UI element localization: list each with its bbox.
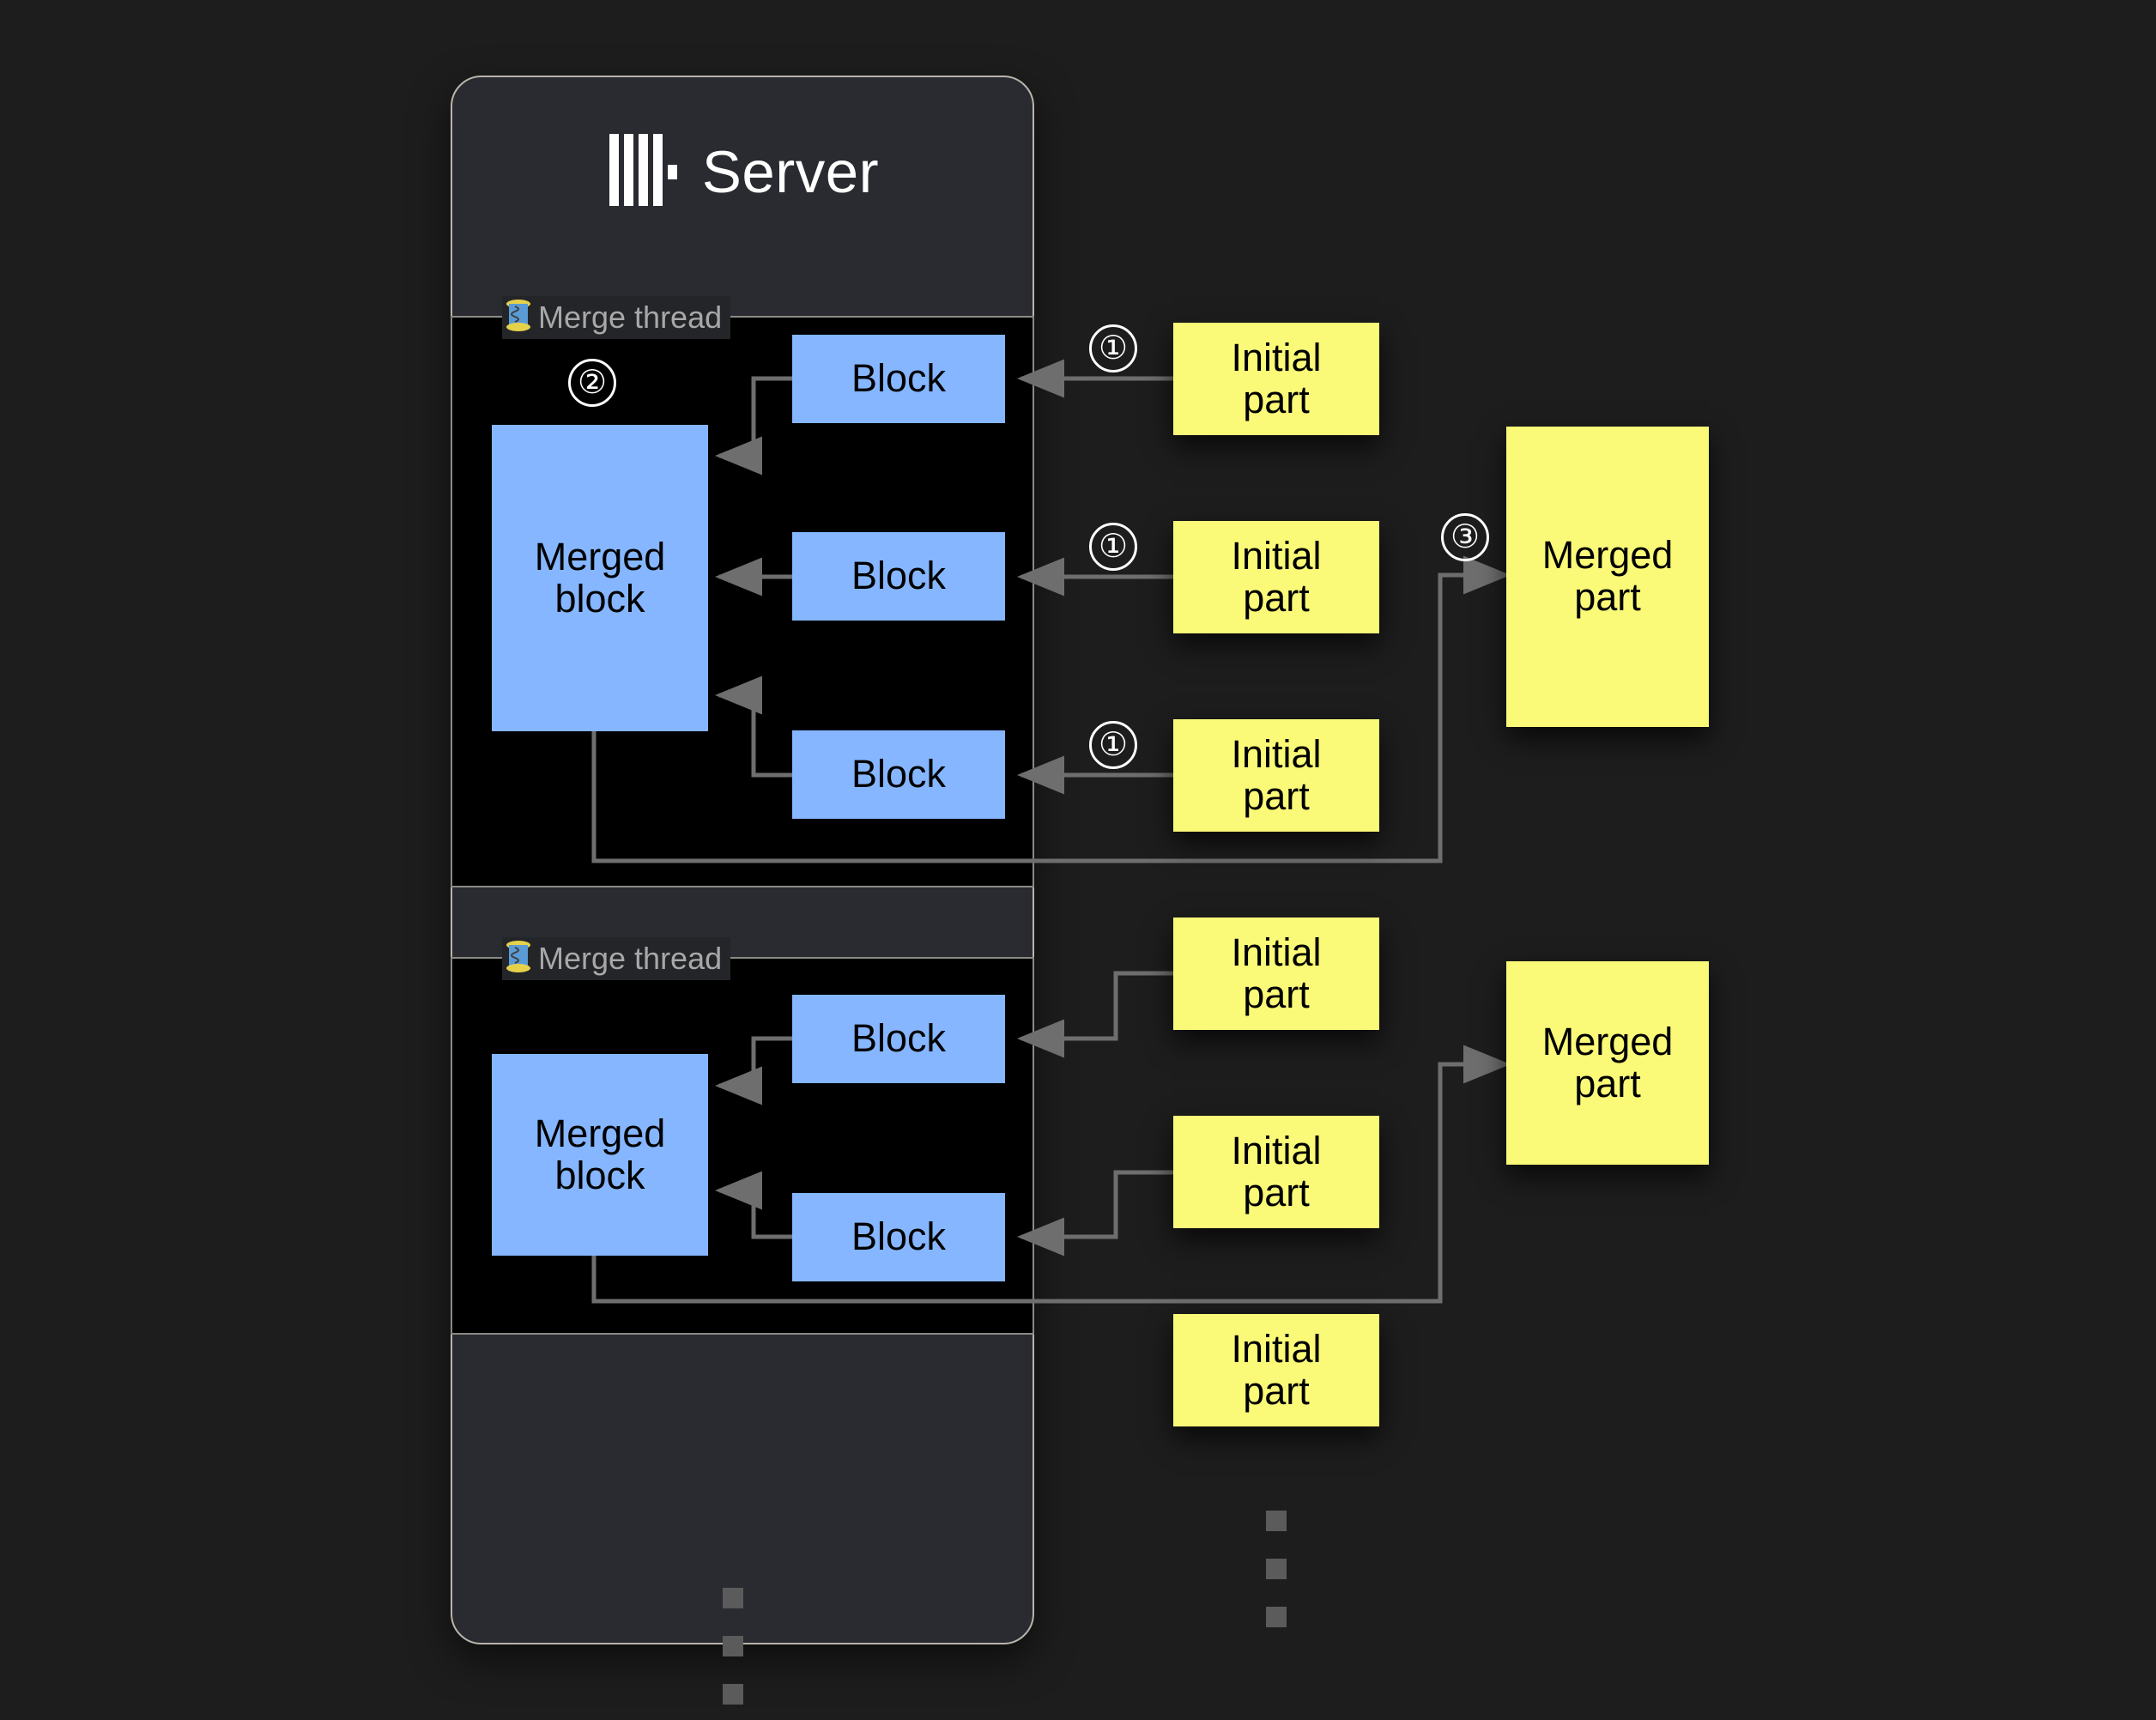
- initial-part-box: Initial part: [1173, 1314, 1379, 1426]
- ellipsis-dot: [1266, 1607, 1287, 1627]
- initial-part-box: Initial part: [1173, 918, 1379, 1030]
- merge-thread-label-1: Merge thread: [502, 296, 731, 339]
- merged-block-line-2: block: [554, 1153, 645, 1197]
- initial-part-box: Initial part: [1173, 323, 1379, 435]
- merged-block-line-1: Merged: [534, 1111, 666, 1155]
- block-box: Block: [792, 335, 1005, 423]
- initial-part-box: Initial part: [1173, 719, 1379, 832]
- merge-thread-label-text: Merge thread: [538, 941, 723, 976]
- merged-block-line-1: Merged: [534, 534, 666, 578]
- merge-thread-label-text: Merge thread: [538, 300, 723, 335]
- merged-block-line-2: block: [554, 576, 645, 621]
- merged-part-box: Merged part: [1506, 427, 1709, 727]
- page-title: Server: [701, 138, 880, 205]
- step-marker-two: ②: [568, 359, 616, 407]
- ellipsis-dot: [1266, 1511, 1287, 1531]
- initial-part-box: Initial part: [1173, 521, 1379, 633]
- initial-part-box: Initial part: [1173, 1116, 1379, 1228]
- clickhouse-logo-icon: [609, 133, 680, 210]
- block-box: Block: [792, 730, 1005, 819]
- ellipsis-dot: [723, 1588, 743, 1608]
- parts-ellipsis: [1266, 1511, 1287, 1655]
- merge-thread-label-2: Merge thread: [502, 937, 731, 980]
- merged-block-box: Merged block: [492, 425, 708, 731]
- block-box: Block: [792, 532, 1005, 621]
- merged-part-box: Merged part: [1506, 961, 1709, 1165]
- server-ellipsis: [723, 1588, 743, 1720]
- merged-block-box: Merged block: [492, 1054, 708, 1256]
- ellipsis-dot: [723, 1636, 743, 1656]
- step-marker-one: ①: [1089, 523, 1137, 571]
- block-box: Block: [792, 1193, 1005, 1281]
- block-box: Block: [792, 995, 1005, 1083]
- step-marker-one: ①: [1089, 721, 1137, 769]
- wire-part4-to-block4: [1017, 971, 1173, 1058]
- ellipsis-dot: [1266, 1559, 1287, 1579]
- wire-part5-to-block5: [1017, 1170, 1173, 1257]
- ellipsis-dot: [723, 1684, 743, 1705]
- step-marker-one: ①: [1089, 324, 1137, 372]
- server-header: Server: [452, 120, 1036, 223]
- thread-spool-icon: [506, 299, 531, 336]
- thread-spool-icon: [506, 940, 531, 978]
- step-marker-three: ③: [1441, 513, 1489, 561]
